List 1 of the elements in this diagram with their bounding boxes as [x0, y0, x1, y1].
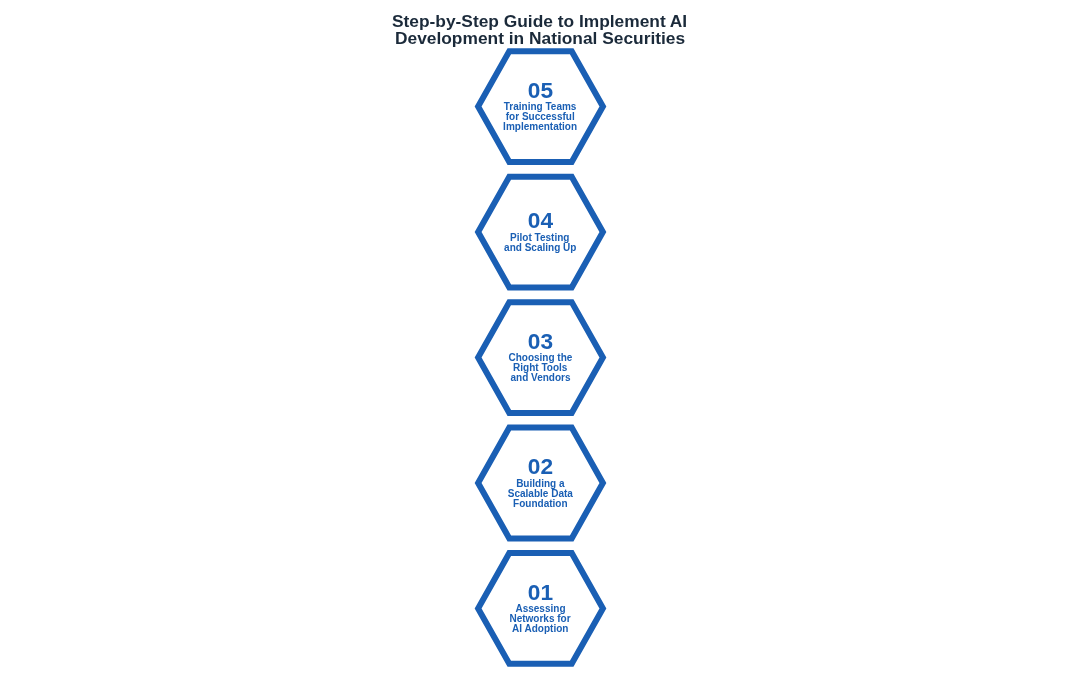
diagram-title: Step-by-Step Guide to Implement AI Development in National Securities [391, 11, 687, 49]
